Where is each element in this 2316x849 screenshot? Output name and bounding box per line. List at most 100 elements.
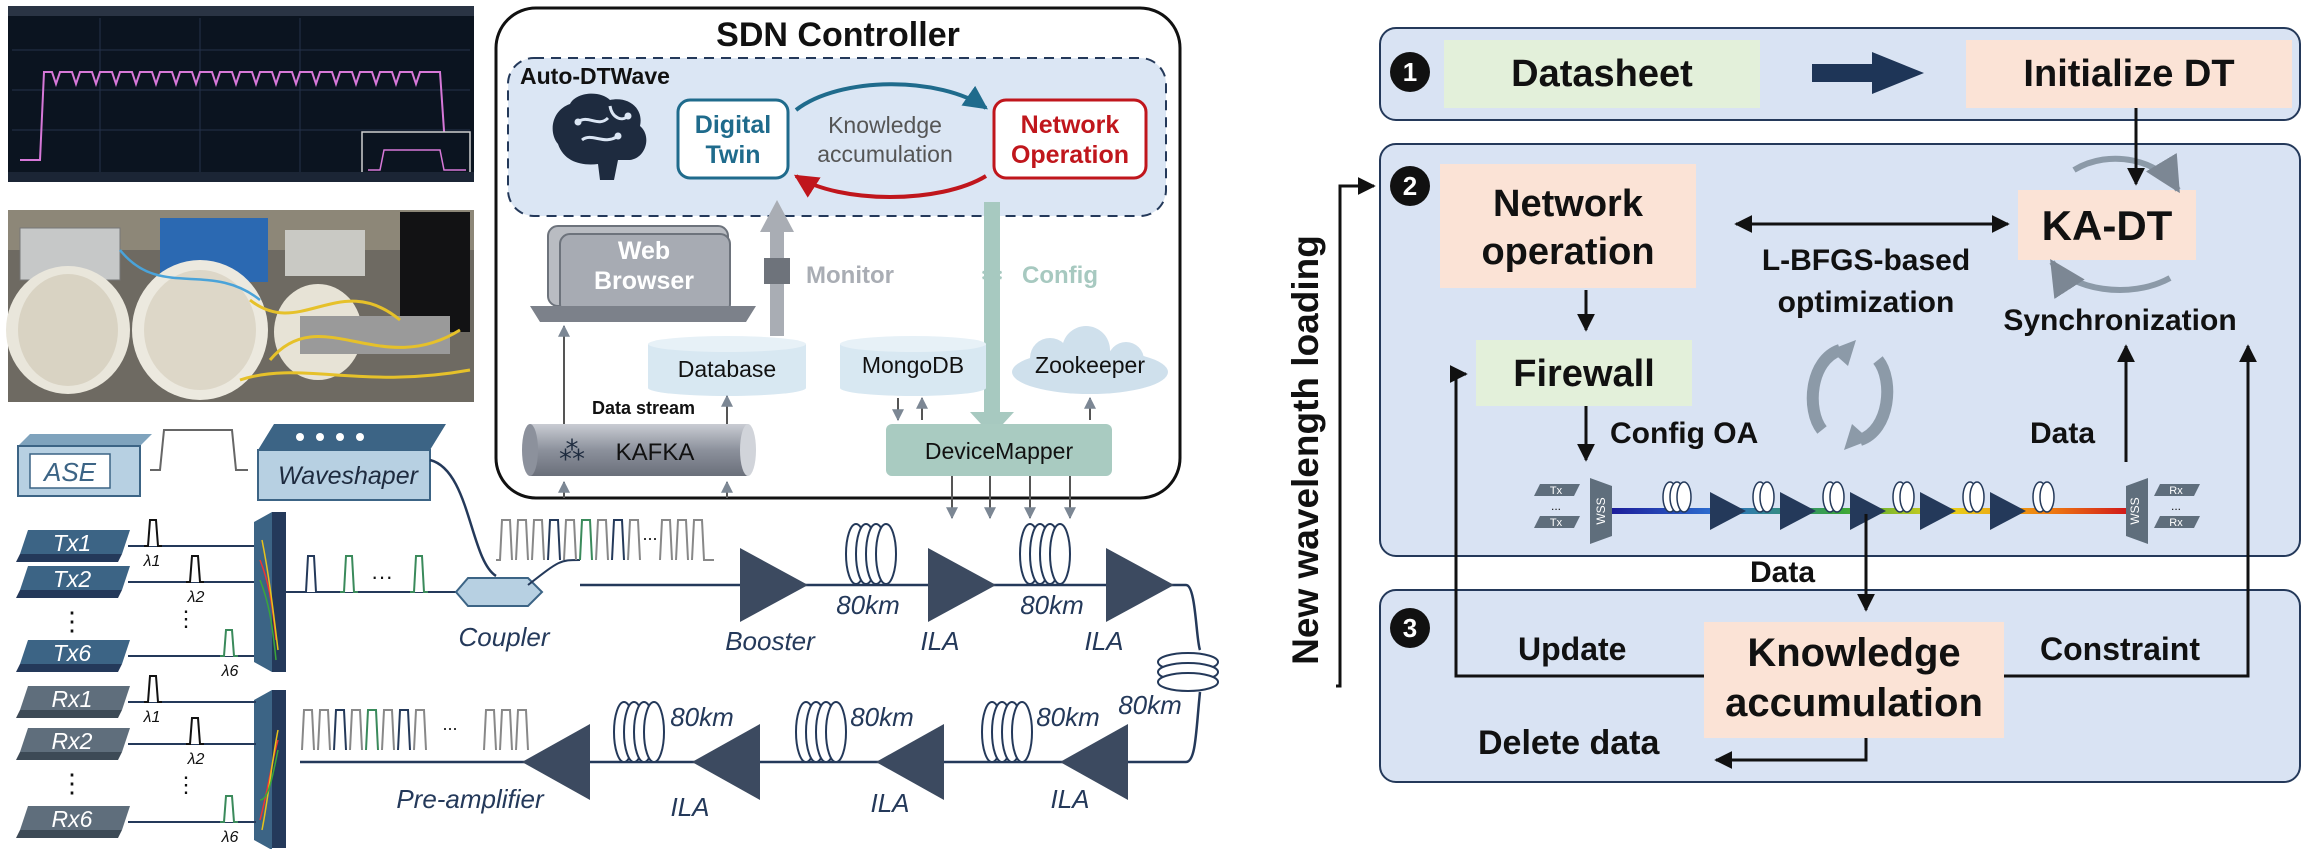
digital-twin-line2: Twin — [705, 141, 760, 169]
mini-wss-left: WSS — [1594, 497, 1608, 524]
fiber-spool-5 — [795, 701, 847, 763]
fiber-spool-6 — [613, 701, 665, 763]
waveshaper-label: Waveshaper — [278, 462, 420, 490]
rx-block-6 — [16, 806, 130, 838]
database-label: Database — [678, 356, 776, 382]
web-browser-line1: Web — [618, 237, 670, 265]
mini-wss-right: WSS — [2128, 497, 2142, 524]
initialize-dt-label: Initialize DT — [2023, 53, 2234, 95]
coupler-label: Coupler — [458, 622, 550, 652]
mongodb-icon — [840, 336, 986, 396]
ase-label: ASE — [42, 457, 97, 487]
waveshaper — [257, 424, 446, 501]
mux-ellipsis: ··· — [371, 564, 393, 589]
sync-cycle-icon — [2072, 152, 2181, 194]
ila-amp-4 — [876, 724, 944, 800]
osa-screenshot — [8, 6, 474, 182]
digital-twin-box — [676, 98, 790, 180]
ka-dt-box — [2018, 190, 2196, 260]
network-operation-box-flow — [1440, 164, 1696, 288]
network-operation-line2: Operation — [1011, 141, 1129, 169]
web-browser-icon — [530, 225, 756, 322]
monitor-label: Monitor — [806, 262, 894, 289]
tx-vdots: ⋮ — [59, 606, 85, 636]
fiber-spool-4 — [981, 701, 1033, 763]
step2-badge — [1390, 166, 1430, 206]
config-label: Config — [1022, 262, 1098, 289]
pre-amplifier — [522, 724, 590, 800]
network-operation-box — [992, 98, 1148, 180]
kafka-logo-icon: ⁂ — [559, 436, 585, 466]
delete-data-label: Delete data — [1478, 724, 1660, 762]
knowledge-accumulation-line2: accumulation — [817, 141, 953, 167]
device-mapper-label: DeviceMapper — [925, 438, 1074, 464]
tx6-label: Tx6 — [53, 640, 92, 666]
datasheet-label: Datasheet — [1511, 53, 1693, 95]
mini-rx-dots: ... — [2171, 499, 2181, 513]
rx-lambda2: λ2 — [187, 751, 205, 768]
ila-amp-1 — [928, 548, 996, 622]
ila3-label: ILA — [1050, 784, 1089, 814]
ila1-label: ILA — [920, 626, 959, 656]
initialize-dt-box — [1966, 40, 2292, 108]
ila2-label: ILA — [1084, 626, 1123, 656]
tx-lambda6: λ6 — [221, 663, 239, 680]
mini-tx-dots: ... — [1551, 499, 1561, 513]
workflow: New wavelength loading 1 Datasheet Initi… — [1285, 27, 2301, 783]
fiber-spool-2 — [1019, 523, 1071, 585]
mongodb-label: MongoDB — [862, 352, 964, 378]
lab-photo — [6, 210, 474, 402]
mini-tx-top: Tx — [1550, 485, 1563, 497]
constraint-label: Constraint — [2040, 631, 2200, 667]
sdn-controller-panel: SDN Controller Auto-DTWave Digital Twin … — [494, 6, 1182, 520]
knowledge-accumulation-line1: Knowledge — [828, 112, 942, 138]
span4-label: 80km — [1036, 702, 1100, 732]
knowledge-accumulation-flow-line1: Knowledge — [1747, 631, 1960, 675]
mini-tx-bottom: Tx — [1550, 517, 1563, 529]
mini-rx-top: Rx — [2169, 485, 2183, 497]
database-icon — [648, 336, 806, 396]
network-operation-line1: Network — [1021, 111, 1120, 139]
mini-link: Tx ... Tx WSS WSS — [1534, 478, 2200, 544]
tx-lambda2: λ2 — [187, 589, 205, 606]
rx-block-2 — [16, 728, 130, 760]
new-wavelength-loading-label: New wavelength loading — [1285, 235, 1326, 665]
span2-label: 80km — [1020, 590, 1084, 620]
ka-dt-label: KA-DT — [2042, 202, 2173, 249]
arrow-dt-to-no — [794, 82, 988, 112]
span1-label: 80km — [836, 590, 900, 620]
network-operation-flow-line1: Network — [1493, 183, 1644, 225]
lbfgs-line2: optimization — [1778, 286, 1955, 319]
demux — [254, 690, 286, 849]
zookeeper-cloud-icon — [1012, 326, 1168, 394]
step2-number: 2 — [1403, 171, 1417, 201]
fiber-spool-3 — [1157, 652, 1219, 692]
tx2-label: Tx2 — [53, 566, 92, 592]
config-oa-label: Config OA — [1610, 417, 1758, 450]
tx-block-2 — [16, 566, 130, 598]
ase-source — [17, 434, 152, 497]
kafka-cylinder — [522, 424, 756, 476]
booster-amp — [740, 548, 808, 622]
datasheet-to-init-arrow — [1812, 52, 1924, 94]
step1-badge — [1390, 52, 1430, 92]
tx-block-1 — [16, 530, 130, 562]
pre-amplifier-label: Pre-amplifier — [396, 784, 545, 814]
span3-label: 80km — [1118, 690, 1182, 720]
tx1-label: Tx1 — [53, 530, 91, 556]
ila-amp-2 — [1106, 548, 1174, 622]
arrow-no-to-dt — [793, 174, 988, 199]
auto-dtwave-label: Auto-DTWave — [520, 63, 670, 89]
gear-icon: ⚙ — [979, 260, 1004, 291]
step1-number: 1 — [1403, 57, 1417, 87]
monitor-arrow — [760, 200, 794, 336]
brain-icon — [552, 93, 647, 180]
sdn-title: SDN Controller — [716, 16, 960, 54]
network-operation-flow-line2: operation — [1481, 231, 1654, 273]
zookeeper-label: Zookeeper — [1035, 352, 1145, 378]
ila5-label: ILA — [670, 792, 709, 822]
ila-amp-5 — [692, 724, 760, 800]
device-mapper-box — [886, 424, 1112, 476]
wdm-comb-top — [496, 519, 714, 561]
datasheet-box — [1444, 40, 1760, 108]
